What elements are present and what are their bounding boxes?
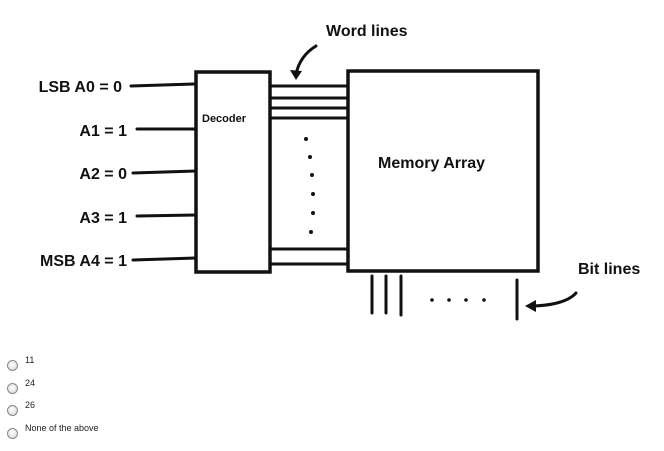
ellipsis-dot bbox=[304, 137, 308, 141]
memory-array-label: Memory Array bbox=[378, 155, 485, 172]
input-label-a2: A2 = 0 bbox=[79, 166, 127, 183]
radio-button[interactable] bbox=[7, 405, 18, 416]
input-label-a0: LSB A0 = 0 bbox=[39, 79, 123, 96]
word-lines-arrow-head bbox=[290, 70, 302, 80]
option-label: 26 bbox=[25, 400, 36, 410]
input-line-a4 bbox=[131, 256, 198, 262]
bit-lines-arrow-head bbox=[525, 300, 536, 312]
option-label: 24 bbox=[25, 378, 36, 388]
option-26[interactable]: 26 bbox=[7, 400, 35, 416]
ellipsis-dot bbox=[430, 298, 434, 302]
option-label: 11 bbox=[25, 355, 35, 365]
bit-lines-label: Bit lines bbox=[578, 261, 640, 278]
decoder-label: Decoder bbox=[202, 113, 247, 125]
decoder-box bbox=[194, 70, 272, 274]
radio-button[interactable] bbox=[7, 428, 18, 439]
bit-lines-arrow bbox=[528, 291, 578, 308]
memory-decoder-diagram: LSB A0 = 0 A1 = 1 A2 = 0 A3 = 1 MSB A4 =… bbox=[39, 23, 640, 321]
ellipsis-dot bbox=[482, 298, 486, 302]
word-lines-arrow bbox=[294, 44, 318, 77]
word-lines-label: Word lines bbox=[326, 23, 408, 40]
ellipsis-dot bbox=[309, 230, 313, 234]
option-label: None of the above bbox=[25, 423, 99, 433]
input-label-a1: A1 = 1 bbox=[79, 123, 127, 140]
option-24[interactable]: 24 bbox=[7, 378, 35, 394]
ellipsis-dot bbox=[311, 192, 315, 196]
input-label-a4: MSB A4 = 1 bbox=[40, 253, 127, 270]
ellipsis-dot bbox=[447, 298, 451, 302]
option-11[interactable]: 11 bbox=[7, 355, 34, 371]
input-line-a3 bbox=[135, 213, 198, 218]
option-none[interactable]: None of the above bbox=[7, 423, 99, 439]
memory-array-box bbox=[346, 69, 540, 273]
input-line-a0 bbox=[129, 82, 196, 88]
ellipsis-dot bbox=[310, 173, 314, 177]
ellipsis-dot bbox=[311, 211, 315, 215]
radio-button[interactable] bbox=[7, 360, 18, 371]
radio-button[interactable] bbox=[7, 383, 18, 394]
ellipsis-dot bbox=[464, 298, 468, 302]
input-line-a2 bbox=[131, 169, 198, 175]
ellipsis-dot bbox=[308, 155, 312, 159]
input-label-a3: A3 = 1 bbox=[79, 210, 127, 227]
